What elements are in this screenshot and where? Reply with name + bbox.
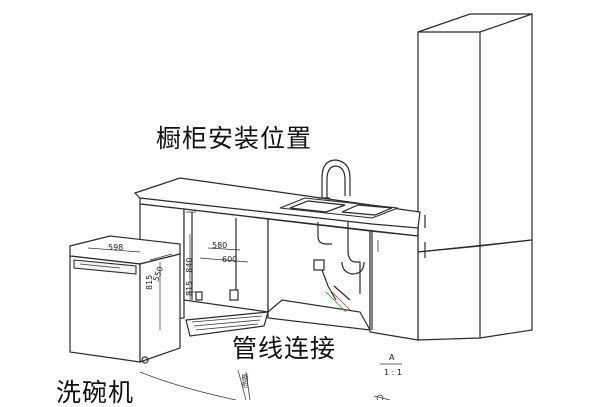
dim-598: 598: [108, 243, 123, 252]
dim-815: 815: [145, 275, 154, 290]
dim-600: 600: [222, 255, 237, 264]
dim-815-840: 815 - 840: [185, 257, 194, 296]
sink: [279, 197, 399, 219]
detail-scale: 1 : 1: [384, 368, 402, 377]
leader-lines: [139, 371, 251, 400]
dishwasher-label: 洗碗机: [56, 378, 135, 407]
dimension-lines: [87, 234, 249, 400]
detail-note: 橱柜: [241, 374, 249, 388]
dimension-labels: 598 815 550 580 600 815 - 840: [108, 241, 237, 296]
tall-cabinet: [417, 13, 533, 341]
detail-marker: A 1 : 1: [373, 353, 402, 400]
detail-letter: A: [389, 353, 395, 362]
dishwasher-opening: [186, 211, 239, 301]
dim-580: 580: [212, 241, 227, 250]
dishwasher-unit: [69, 235, 269, 364]
cabinet-position-label: 橱柜安装位置: [156, 124, 313, 153]
faucet: [318, 159, 351, 199]
plumbing-pipes: [313, 222, 365, 313]
pipe-connection-label: 管线连接: [232, 334, 337, 363]
